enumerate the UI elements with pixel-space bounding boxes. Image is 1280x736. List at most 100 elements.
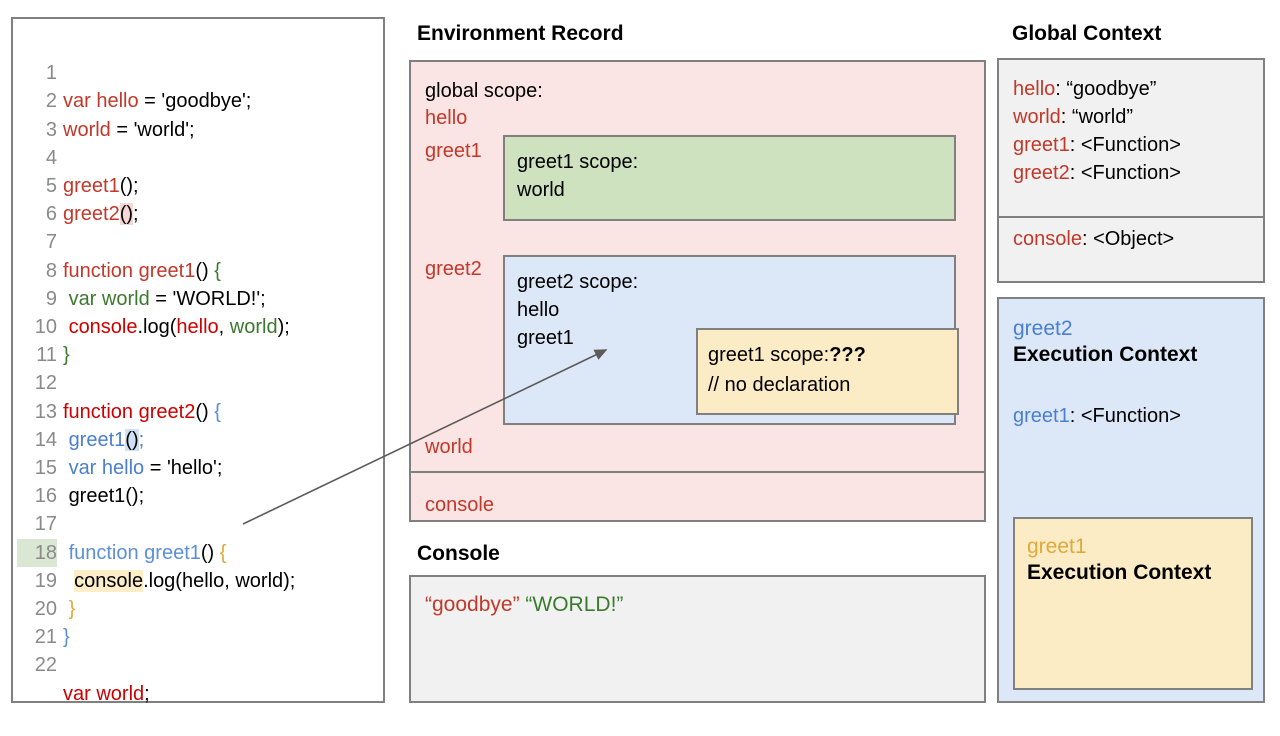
code-editor-panel[interactable]: 1 var hello = 'goodbye'; 2 world = 'worl… [11,17,385,705]
greet2-execution-context-panel: greet2 Execution Context greet1: <Functi… [997,297,1265,703]
line-content: function greet1() { [63,259,221,282]
code-line[interactable]: 22 var world; [13,623,383,704]
greet1-scope-box: greet1 scope: world [503,135,956,221]
line-content: function greet1() { [68,541,227,564]
greet1-execution-context-panel: greet1 Execution Context [1013,517,1253,690]
greet1-inner-scope-comment: // no declaration [708,374,851,396]
code-line[interactable]: 13 greet1(); [13,369,383,451]
line-content: greet1(); [68,485,145,508]
line-number: 17 [34,513,57,536]
line-number: 19 [34,569,57,592]
environment-record-title: Environment Record [417,22,624,45]
console-title: Console [417,542,500,565]
code-line[interactable]: 6 [13,172,383,225]
code-line[interactable]: 3 [13,87,383,141]
line-content: function greet2() { [63,400,221,423]
binding-greet1: greet1 [425,140,482,162]
line-number: 10 [34,316,57,338]
binding-greet2: greet2 [425,258,482,280]
code-line[interactable]: 4 greet1(); [13,116,383,197]
global-entry-hello: hello: “goodbye” [1013,78,1157,100]
line-content: } [63,626,70,649]
line-content: } [63,344,70,367]
greet2-ec-entry-greet1: greet1: <Function> [1013,405,1181,427]
global-entry-console: console: <Object> [1013,228,1175,250]
code-line[interactable]: 7 function greet1() { [13,200,383,281]
entry-value: <Function> [1080,405,1181,427]
line-content: greet2(); [63,203,139,226]
code-line[interactable]: 16 [13,454,383,507]
line-number: 12 [34,372,57,395]
global-entry-world: world: “world” [1013,106,1134,128]
greet1-scope-binding-world: world [517,179,565,201]
entry-name: console [1013,228,1082,250]
global-context-title: Global Context [1012,22,1162,45]
code-line[interactable]: 11 [13,313,383,366]
greet1-inner-scope-value: ??? [829,344,866,366]
greet2-ec-subtitle: Execution Context [1013,343,1198,366]
line-number: 16 [34,485,57,508]
binding-hello: hello [425,107,468,129]
console-panel: “goodbye” “WORLD!” [409,575,986,703]
console-output-item: “WORLD!” [525,593,624,616]
line-number: 5 [45,175,57,197]
code-line[interactable]: 12 function greet2() { [13,341,383,422]
entry-name: greet1 [1013,134,1070,156]
line-number: 11 [36,344,57,367]
code-line[interactable]: 21 [13,595,383,648]
line-number: 21 [34,626,57,649]
line-number: 9 [45,287,57,310]
code-line[interactable]: 2 world = 'world'; [13,59,383,140]
global-entry-greet1: greet1: <Function> [1013,134,1181,156]
greet1-ec-name: greet1 [1027,535,1087,558]
greet1-inner-scope-box: greet1 scope:??? // no declaration [696,328,959,415]
code-line-highlighted[interactable]: 18 console.log(hello, world); [13,510,383,592]
line-content: var world = 'WORLD!'; [68,287,266,310]
entry-name: greet2 [1013,162,1070,184]
line-number: 15 [34,457,57,479]
greet1-inner-scope-label: greet1 scope:??? [708,344,866,367]
greet2-scope-label: greet2 scope: [517,271,639,293]
line-content: var hello = 'hello'; [68,457,223,479]
code-line[interactable]: 1 var hello = 'goodbye'; [13,31,383,112]
code-line[interactable]: 8 var world = 'WORLD!'; [13,228,383,310]
line-number: 20 [34,598,57,620]
line-number: 13 [34,400,57,423]
global-context-panel: hello: “goodbye” world: “world” greet1: … [997,58,1265,283]
entry-value: “world” [1071,106,1134,128]
line-number: 8 [45,259,57,282]
greet1-inner-scope-label-text: greet1 scope: [708,344,830,366]
greet1-scope-label: greet1 scope: [517,151,639,173]
code-line[interactable]: 17 function greet1() { [13,482,383,563]
entry-name: world [1013,106,1061,128]
line-number: 18 [17,538,57,567]
code-line[interactable]: 15 greet1(); [13,426,383,507]
line-number: 3 [45,118,57,141]
line-content: console.log(hello, world); [68,316,290,338]
entry-value: <Function> [1080,134,1181,156]
console-output: “goodbye” “WORLD!” [425,593,623,617]
entry-value: “goodbye” [1066,78,1157,100]
code-line[interactable]: 10 } [13,285,383,366]
entry-value: <Object> [1093,228,1175,250]
global-entry-greet2: greet2: <Function> [1013,162,1181,184]
line-content: greet1(); [63,175,139,197]
line-content: world = 'world'; [63,118,195,141]
entry-name: hello [1013,78,1056,100]
global-scope-label: global scope: [425,80,543,102]
code-line[interactable]: 9 console.log(hello, world); [13,257,383,338]
greet2-scope-box: greet2 scope: hello greet1 greet1 scope:… [503,255,959,425]
entry-name: greet1 [1013,405,1070,427]
code-line[interactable]: 5 greet2(); [13,144,383,226]
greet2-scope-binding-hello: hello [517,299,560,321]
line-content: greet1(); [68,428,145,451]
line-number: 4 [45,146,57,169]
environment-record-divider [411,471,984,473]
line-number: 6 [45,203,57,226]
binding-world: world [425,436,473,458]
code-line[interactable]: 20 } [13,567,383,648]
entry-value: <Function> [1080,162,1181,184]
line-number: 2 [45,90,57,113]
code-line[interactable]: 14 var hello = 'hello'; [13,398,383,479]
code-line[interactable]: 19 } [13,539,383,620]
